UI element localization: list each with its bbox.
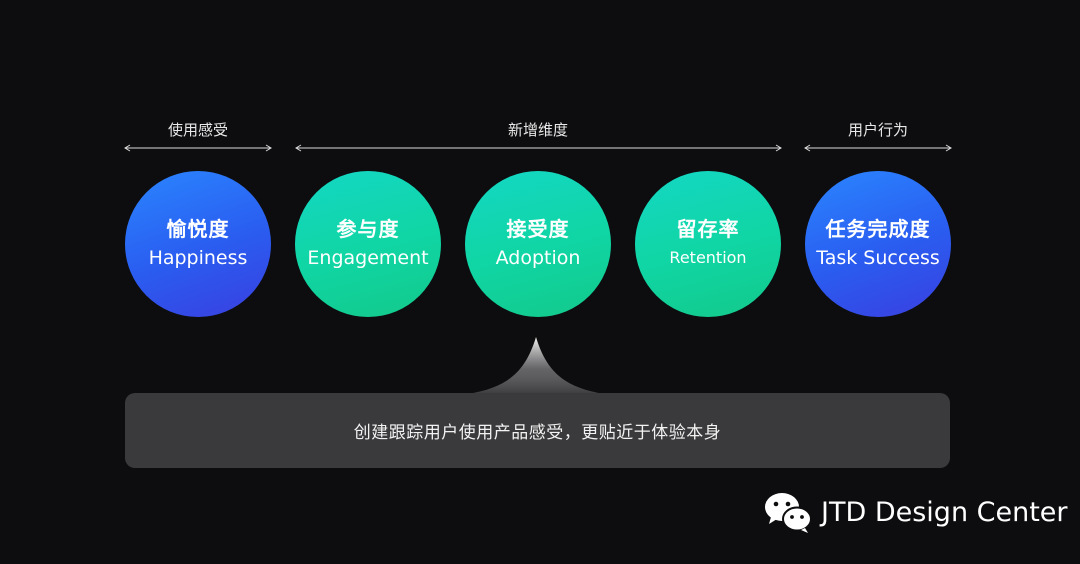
- metric-en-label: Task Success: [816, 247, 940, 269]
- metric-circle-adoption: 接受度 Adoption: [465, 171, 611, 317]
- metric-en-label: Retention: [669, 248, 747, 267]
- wechat-icon: [765, 493, 812, 533]
- range-arrow-feeling: [124, 143, 272, 153]
- callout-box: 创建跟踪用户使用产品感受，更贴近于体验本身: [125, 393, 950, 468]
- metric-circle-engagement: 参与度 Engagement: [295, 171, 441, 317]
- metric-zh-label: 留存率: [676, 217, 740, 241]
- metric-en-label: Engagement: [307, 247, 429, 269]
- group-label-feeling: 使用感受: [167, 121, 229, 139]
- metric-zh-label: 参与度: [336, 217, 400, 241]
- brand: JTD Design Center: [763, 490, 1068, 534]
- metric-zh-label: 接受度: [506, 217, 570, 241]
- callout-text: 创建跟踪用户使用产品感受，更贴近于体验本身: [353, 423, 722, 443]
- metric-circle-retention: 留存率 Retention: [635, 171, 781, 317]
- metric-en-label: Adoption: [495, 247, 581, 269]
- metric-zh-label: 愉悦度: [166, 217, 230, 241]
- metric-en-label: Happiness: [148, 247, 248, 269]
- range-arrow-new-dimension: [295, 143, 782, 153]
- group-label-user-behavior: 用户行为: [847, 121, 909, 139]
- metric-zh-label: 任务完成度: [825, 217, 931, 241]
- group-label-new-dimension: 新增维度: [507, 121, 569, 139]
- metric-circle-task-success: 任务完成度 Task Success: [805, 171, 951, 317]
- callout-pointer: [462, 337, 610, 395]
- range-arrow-user-behavior: [804, 143, 952, 153]
- metric-circle-happiness: 愉悦度 Happiness: [125, 171, 271, 317]
- brand-name: JTD Design Center: [821, 496, 1068, 528]
